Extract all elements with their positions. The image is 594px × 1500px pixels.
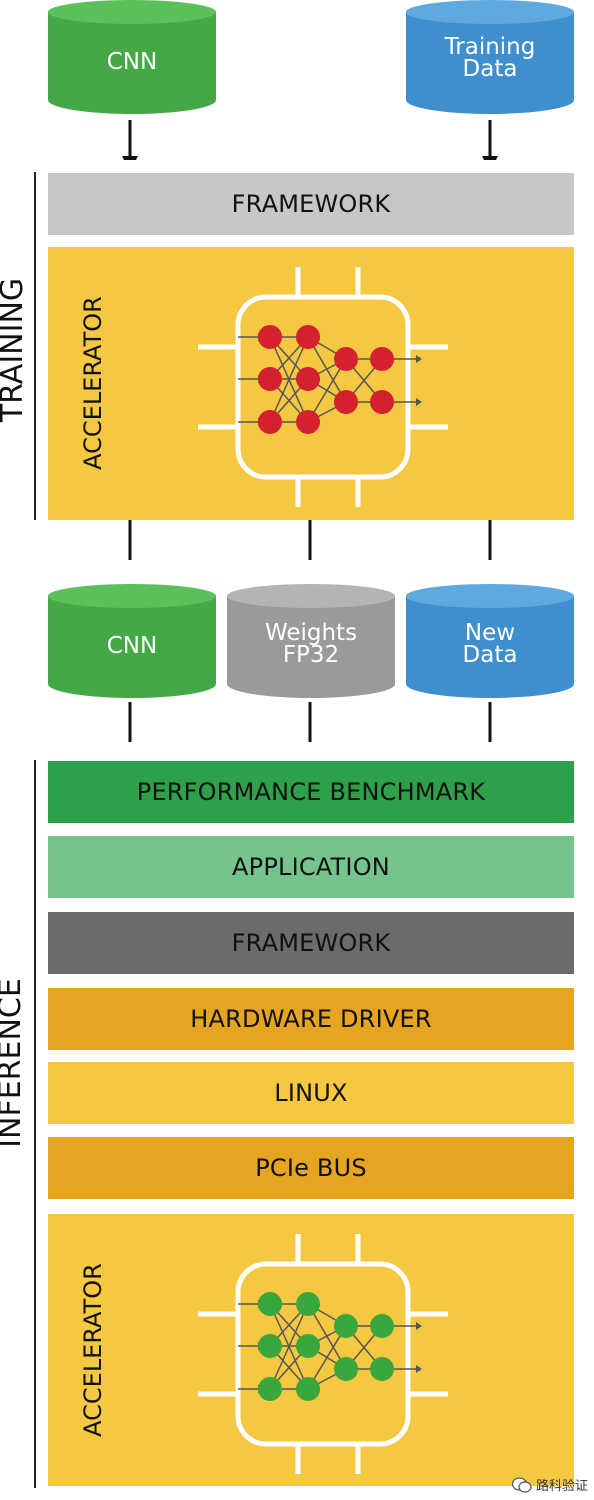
- arrow-accelerator-to-cnn: [128, 520, 132, 560]
- inference-accelerator-label: ACCELERATOR: [79, 1263, 107, 1437]
- arrow-weights-to-benchmark: [308, 702, 312, 742]
- training-bracket: [34, 172, 36, 520]
- cnn-input-cylinder: CNN: [48, 0, 216, 114]
- cnn-input-label: CNN: [106, 49, 158, 75]
- training-neural-chip: [198, 267, 448, 507]
- performance-benchmark-bar: PERFORMANCE BENCHMARK: [48, 761, 574, 823]
- training-data-cylinder: Training Data: [406, 0, 574, 114]
- wechat-icon: [511, 1476, 532, 1493]
- weights-label: Weights FP32: [264, 620, 358, 668]
- training-section-label: TRAINING: [0, 277, 30, 423]
- arrow-accelerator-to-new-data: [488, 520, 492, 560]
- inference-neural-chip: [198, 1234, 448, 1474]
- new-data-cylinder: New Data: [406, 584, 574, 698]
- watermark: 路科验证: [511, 1475, 588, 1494]
- arrow-cnn-to-framework: [122, 120, 138, 160]
- inference-bracket: [34, 760, 36, 1488]
- training-accelerator-label: ACCELERATOR: [79, 296, 107, 470]
- training-data-label: Training Data: [444, 34, 536, 82]
- inference-section-label: INFERENCE: [0, 978, 28, 1148]
- arrow-accelerator-to-weights: [308, 520, 312, 560]
- cnn-output-label: CNN: [106, 633, 158, 659]
- application-bar: APPLICATION: [48, 836, 574, 898]
- cnn-output-cylinder: CNN: [48, 584, 216, 698]
- inference-accelerator-panel: ACCELERATOR: [48, 1214, 574, 1486]
- arrow-new-data-to-benchmark: [488, 702, 492, 742]
- watermark-text: 路科验证: [535, 1479, 588, 1494]
- framework-bar: FRAMEWORK: [48, 912, 574, 974]
- weights-cylinder: Weights FP32: [227, 584, 395, 698]
- new-data-label: New Data: [462, 620, 518, 668]
- linux-bar: LINUX: [48, 1062, 574, 1124]
- hardware-driver-bar: HARDWARE DRIVER: [48, 988, 574, 1050]
- training-accelerator-panel: ACCELERATOR: [48, 247, 574, 520]
- training-framework-bar: FRAMEWORK: [48, 173, 574, 235]
- arrow-cnn-to-benchmark: [128, 702, 132, 742]
- arrow-data-to-framework: [482, 120, 498, 160]
- pcie-bus-bar: PCIe BUS: [48, 1137, 574, 1199]
